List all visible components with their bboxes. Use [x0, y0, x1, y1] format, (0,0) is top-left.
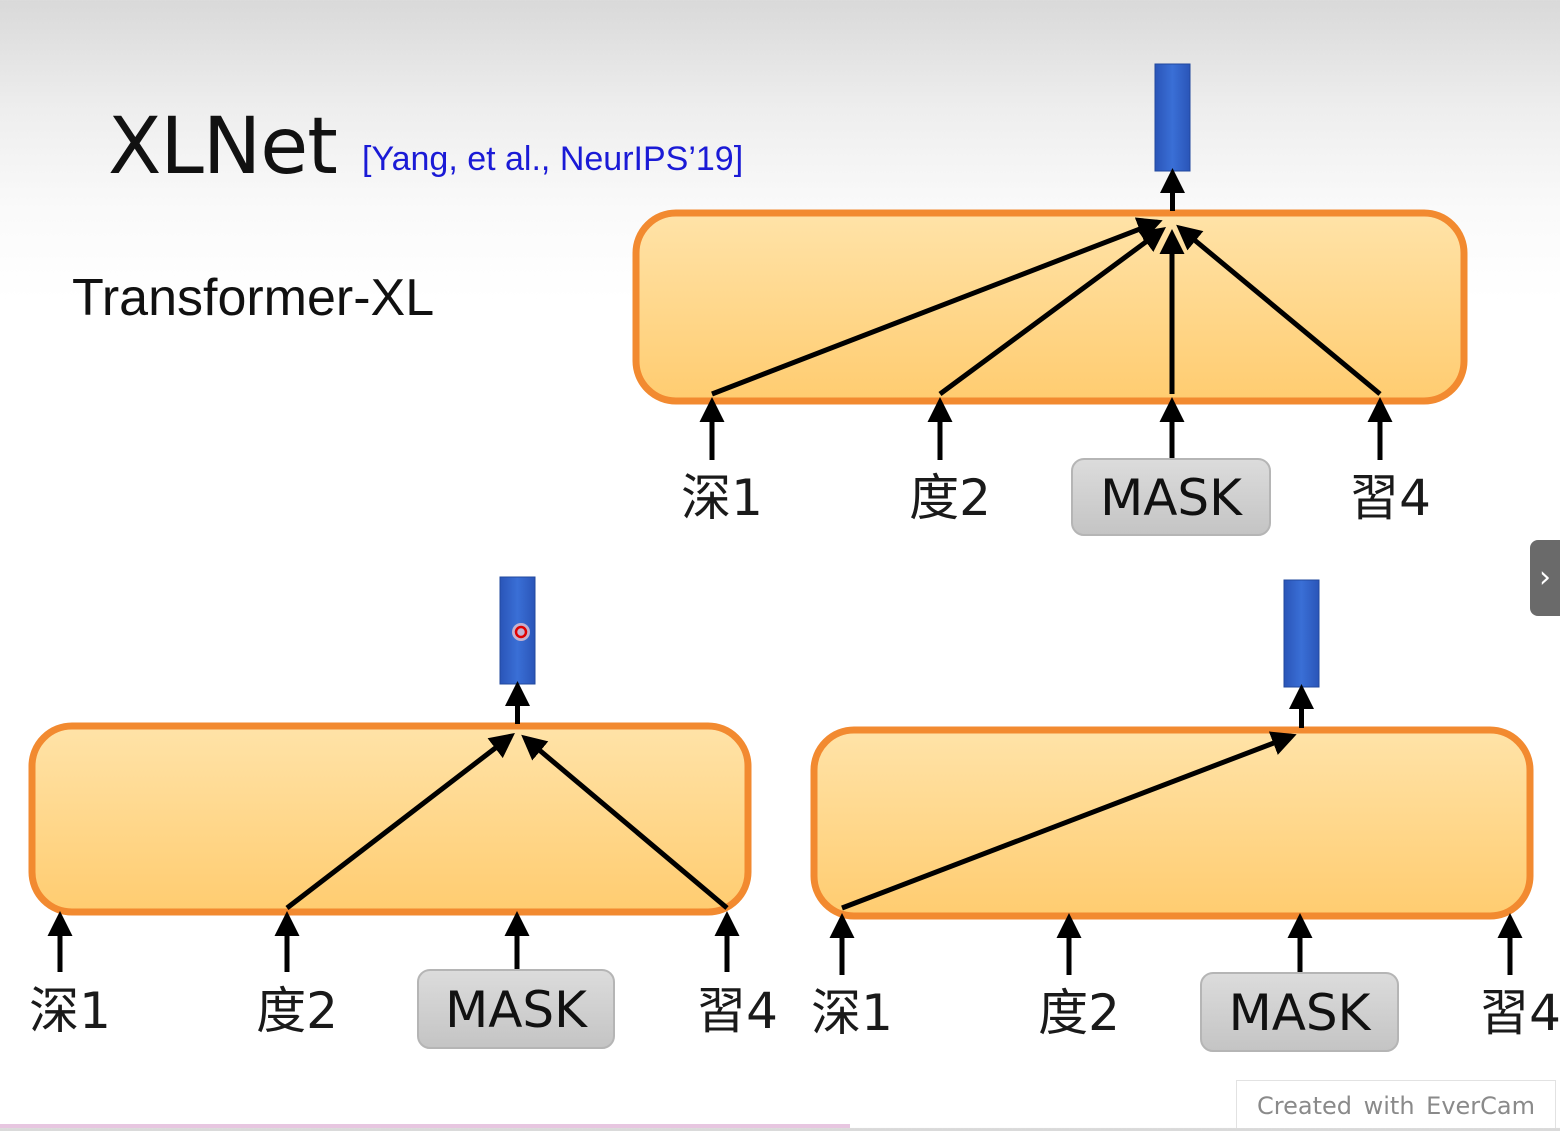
attention-arrow [841, 731, 1297, 911]
mask-token-box [417, 969, 615, 1049]
token-label: 深1 [681, 469, 763, 527]
cursor-highlight [512, 623, 530, 641]
cursor-dot [514, 625, 528, 639]
mask-token-label: MASK [445, 981, 588, 1039]
attention-arrow [711, 217, 1163, 397]
token-label: 深1 [811, 984, 893, 1042]
token-label: 習4 [1479, 984, 1560, 1042]
transformer-box [28, 722, 752, 916]
token-label: 度2 [1038, 984, 1120, 1042]
mask-token-box [1071, 458, 1271, 536]
mask-token-label: MASK [1229, 984, 1372, 1042]
output-vector [1154, 63, 1191, 172]
output-vector [1283, 579, 1320, 688]
token-label: 度2 [256, 982, 338, 1040]
attention-arrow [1176, 224, 1382, 396]
watermark: Created with EverCam [1236, 1080, 1556, 1128]
playback-progress [0, 1124, 850, 1128]
attention-arrow [938, 227, 1167, 397]
token-label: 度2 [909, 469, 991, 527]
transformer-box [810, 726, 1534, 920]
diagram-bottom-right: 深1 度2 MASK 習4 [810, 579, 1560, 1052]
slide-subtitle: Transformer-XL [72, 269, 435, 327]
next-slide-button[interactable]: › [1530, 540, 1560, 616]
chevron-right-icon: › [1539, 560, 1551, 595]
transformer-box [632, 209, 1468, 405]
citation: [Yang, et al., NeurIPS’19] [362, 140, 744, 178]
diagram-top: 深1 度2 MASK 習4 [632, 63, 1468, 536]
token-label: 習4 [696, 982, 778, 1040]
slide-title: XLNet [108, 102, 338, 192]
mask-token-box [1200, 972, 1399, 1052]
attention-arrow [521, 734, 729, 910]
token-label: 習4 [1349, 469, 1431, 527]
attention-arrow [285, 732, 515, 910]
mask-token-label: MASK [1100, 469, 1243, 527]
token-label: 深1 [29, 982, 111, 1040]
diagram-bottom-left: 深1 度2 MASK 習4 [28, 576, 778, 1049]
